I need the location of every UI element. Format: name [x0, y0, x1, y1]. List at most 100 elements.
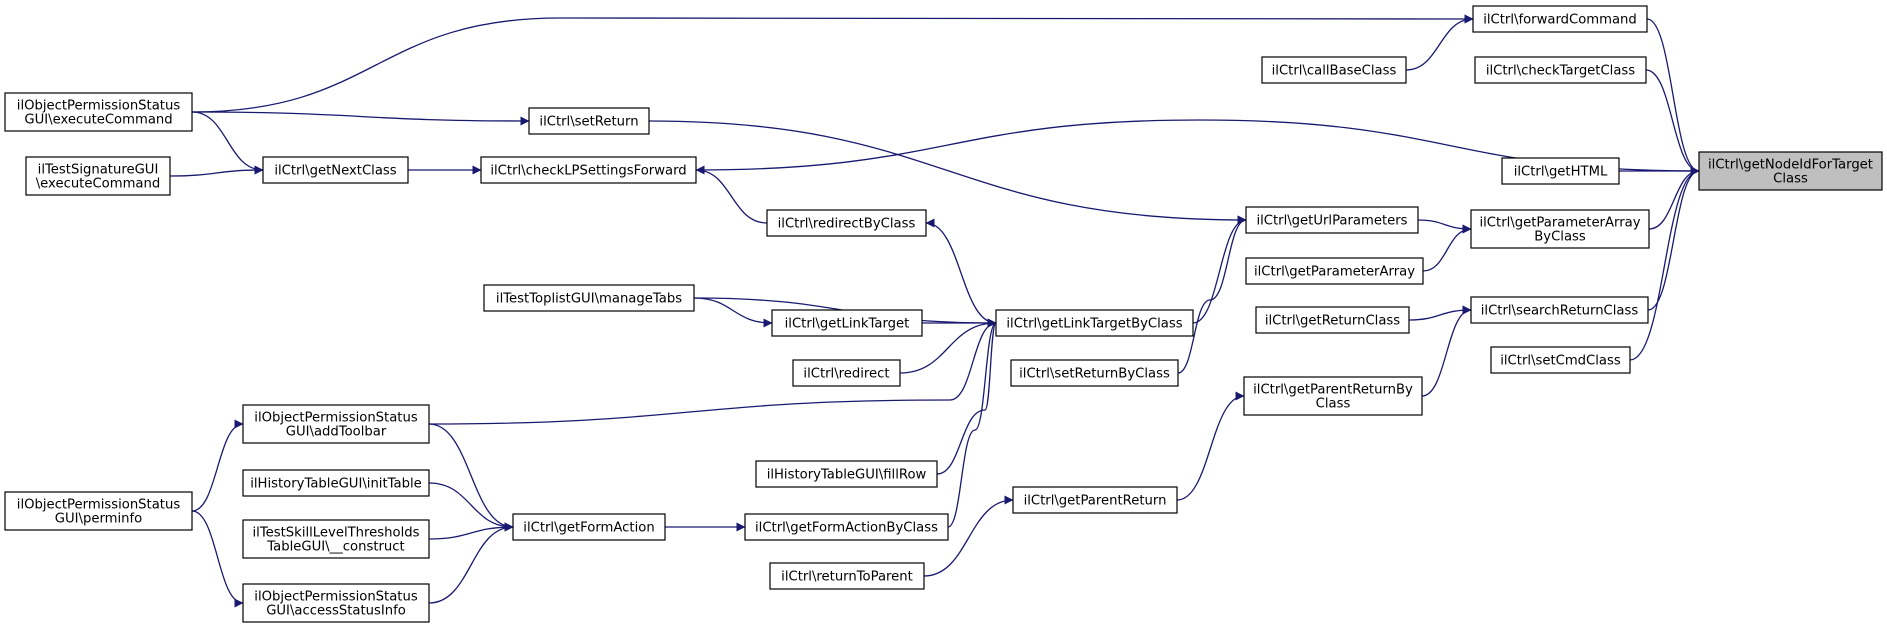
node-label: Class [1773, 172, 1808, 187]
node-box [1698, 151, 1883, 191]
edge-getUrlParameters-to-getParameterArrayByClass [1417, 219, 1472, 234]
node-box [771, 309, 923, 337]
node-box [1245, 206, 1419, 234]
node-label: \executeCommand [36, 177, 161, 192]
node-fillRow[interactable]: ilHistoryTableGUI\fillRow [755, 460, 938, 488]
node-box [4, 92, 193, 132]
node-setCmdClass[interactable]: ilCtrl\setCmdClass [1490, 346, 1631, 374]
node-redirectByClass[interactable]: ilCtrl\redirectByClass [766, 209, 927, 237]
edge-getParentReturnByClass-to-searchReturnClass [1421, 305, 1472, 397]
node-label: ilCtrl\getParameterArray [1479, 216, 1640, 231]
node-box [1501, 157, 1620, 185]
node-label: ilCtrl\getHTML [1514, 165, 1608, 180]
node-box [1474, 56, 1647, 84]
node-manageTabs[interactable]: ilTestToplistGUI\manageTabs [483, 284, 695, 312]
node-label: ilCtrl\getParameterArray [1254, 265, 1415, 280]
node-label: ilCtrl\setReturnByClass [1019, 367, 1170, 382]
node-forwardCommand[interactable]: ilCtrl\forwardCommand [1472, 5, 1648, 33]
node-label: ilObjectPermissionStatus [17, 99, 181, 114]
node-label: ilHistoryTableGUI\fillRow [767, 468, 927, 483]
node-label: ilCtrl\checkLPSettingsForward [490, 164, 686, 179]
edge-searchReturnClass-to-getNodeIdForTargetClass [1647, 166, 1700, 311]
node-skillConstruct[interactable]: ilTestSkillLevelThresholdsTableGUI\__con… [242, 519, 430, 559]
node-box [1261, 56, 1407, 84]
node-box [1255, 306, 1410, 334]
node-getHTML[interactable]: ilCtrl\getHTML [1501, 157, 1620, 185]
node-box [766, 209, 927, 237]
node-setReturnByClass[interactable]: ilCtrl\setReturnByClass [1010, 359, 1179, 387]
node-box [528, 107, 650, 135]
node-label: ilCtrl\getUrlParameters [1256, 214, 1407, 229]
node-returnToParent[interactable]: ilCtrl\returnToParent [769, 562, 925, 590]
node-redirect[interactable]: ilCtrl\redirect [792, 359, 901, 387]
node-label: ilCtrl\forwardCommand [1483, 13, 1637, 28]
node-box [769, 562, 925, 590]
node-box [262, 156, 409, 184]
node-box [242, 583, 430, 623]
edge-getLinkTargetByClass-to-redirectByClass [925, 218, 997, 324]
node-label: ilTestSignatureGUI [38, 163, 159, 178]
edge-setReturn-to-getUrlParameters [648, 120, 1247, 225]
node-label: ByClass [1534, 230, 1586, 245]
node-label: ilCtrl\getReturnClass [1265, 314, 1400, 329]
node-callBaseClass[interactable]: ilCtrl\callBaseClass [1261, 56, 1407, 84]
node-getReturnClass[interactable]: ilCtrl\getReturnClass [1255, 306, 1410, 334]
node-getUrlParameters[interactable]: ilCtrl\getUrlParameters [1245, 206, 1419, 234]
node-getLinkTargetByClass[interactable]: ilCtrl\getLinkTargetByClass [995, 309, 1194, 337]
node-box [4, 491, 193, 531]
node-searchReturnClass[interactable]: ilCtrl\searchReturnClass [1470, 296, 1649, 324]
node-label: ilCtrl\searchReturnClass [1481, 304, 1639, 319]
node-checkTargetClass[interactable]: ilCtrl\checkTargetClass [1474, 56, 1647, 84]
node-label: ilCtrl\getParentReturn [1024, 494, 1167, 509]
edges-layer [169, 14, 1700, 608]
node-accessStatusInfo[interactable]: ilObjectPermissionStatusGUI\accessStatus… [242, 583, 430, 623]
node-label: ilObjectPermissionStatus [17, 498, 181, 513]
node-box [792, 359, 901, 387]
node-box [1472, 5, 1648, 33]
node-box [242, 519, 430, 559]
node-label: GUI\accessStatusInfo [266, 604, 406, 619]
node-getParentReturn[interactable]: ilCtrl\getParentReturn [1012, 486, 1178, 514]
node-label: ilCtrl\getFormActionByClass [755, 521, 938, 536]
node-getLinkTarget[interactable]: ilCtrl\getLinkTarget [771, 309, 923, 337]
node-box [242, 469, 430, 497]
node-label: GUI\executeCommand [24, 113, 172, 128]
node-box [483, 284, 695, 312]
node-box [1243, 376, 1423, 416]
node-getFormActionByClass[interactable]: ilCtrl\getFormActionByClass [744, 513, 949, 541]
edge-opsExecuteCommand-to-setReturn [191, 111, 530, 126]
node-box [1470, 209, 1650, 249]
edge-checkTargetClass-to-getNodeIdForTargetClass [1645, 69, 1700, 176]
node-getFormAction[interactable]: ilCtrl\getFormAction [512, 513, 666, 541]
node-label: ilObjectPermissionStatus [254, 411, 418, 426]
node-checkLPSettingsForward[interactable]: ilCtrl\checkLPSettingsForward [480, 156, 697, 184]
node-opsExecuteCommand[interactable]: ilObjectPermissionStatusGUI\executeComma… [4, 92, 193, 132]
edge-accessStatusInfo-to-getFormAction [428, 522, 514, 604]
node-tsigExecuteCommand[interactable]: ilTestSignatureGUI\executeCommand [25, 156, 171, 196]
node-label: ilHistoryTableGUI\initTable [250, 477, 422, 492]
edge-getFormActionByClass-to-getLinkTargetByClass [947, 318, 997, 528]
node-initTable[interactable]: ilHistoryTableGUI\initTable [242, 469, 430, 497]
edge-setReturnByClass-to-getUrlParameters [1177, 215, 1247, 374]
edge-fillRow-to-getLinkTargetByClass [936, 318, 997, 475]
node-label: ilCtrl\getFormAction [523, 521, 654, 536]
node-label: GUI\perminfo [55, 512, 142, 527]
node-getParameterArray[interactable]: ilCtrl\getParameterArray [1245, 257, 1424, 285]
node-label: ilCtrl\redirect [803, 367, 889, 382]
edge-manageTabs-to-getLinkTarget [693, 297, 773, 328]
edge-opsExecuteCommand-to-getNextClass [191, 111, 264, 175]
node-box [1012, 486, 1178, 514]
node-setReturn[interactable]: ilCtrl\setReturn [528, 107, 650, 135]
node-label: ilCtrl\getNodeIdForTarget [1708, 158, 1873, 173]
node-box [1245, 257, 1424, 285]
node-label: ilCtrl\getLinkTarget [785, 317, 910, 332]
node-getNextClass[interactable]: ilCtrl\getNextClass [262, 156, 409, 184]
node-label: ilCtrl\checkTargetClass [1486, 64, 1635, 79]
